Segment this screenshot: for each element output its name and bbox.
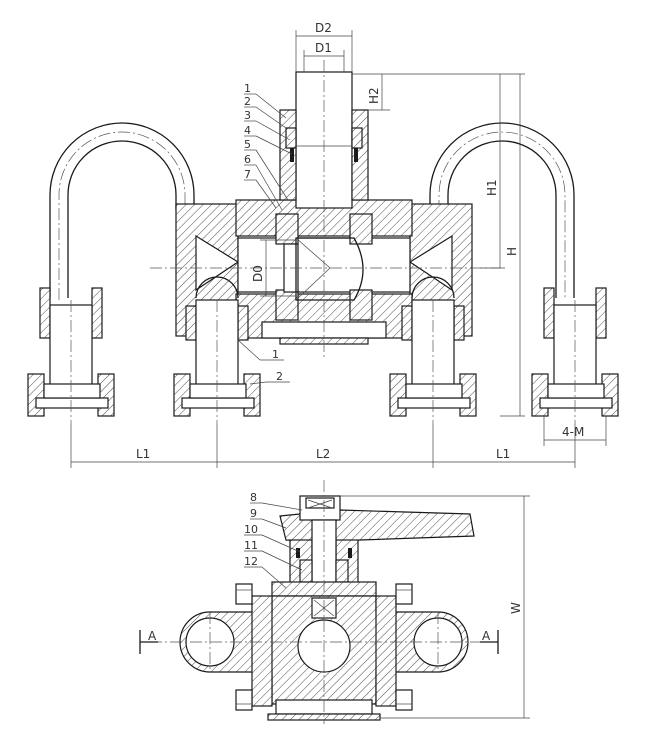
part-number: 1: [244, 82, 251, 95]
dim-h1: H1: [480, 74, 505, 269]
bolts: [235, 583, 413, 711]
part-number: 2: [244, 95, 251, 108]
part-number: 11: [244, 539, 258, 552]
lower-right-connector: [389, 276, 477, 417]
handle: [279, 495, 475, 543]
front-section-view: A A W 8 9: [139, 480, 530, 724]
part-label-5: 5: [244, 138, 289, 201]
bottom-connector-labels: 1 2: [237, 339, 290, 385]
part-label-6: 6: [244, 153, 283, 211]
dim-w-label: W: [509, 602, 523, 614]
right-u-pipe: [429, 122, 575, 300]
section-mark-left: A: [139, 629, 158, 654]
part-label-9: 9: [250, 507, 287, 529]
part-number: 9: [250, 507, 257, 520]
section-mark-left-label: A: [148, 629, 157, 643]
dim-d0: D0: [251, 239, 296, 297]
part-number: 10: [244, 523, 258, 536]
dim-d1-label: D1: [315, 41, 332, 55]
part-label-4: 4: [244, 124, 293, 155]
dim-4m: 4-M: [543, 416, 607, 446]
dim-d2: D2: [295, 21, 353, 72]
part-number: 8: [250, 491, 257, 504]
dim-d0-label: D0: [251, 265, 265, 282]
dim-h2: H2: [352, 73, 525, 111]
part-label-8: 8: [250, 491, 303, 511]
section-mark-right: A: [480, 629, 499, 654]
dim-d1: D1: [303, 41, 345, 72]
part-number: 5: [244, 138, 251, 151]
dim-lengths: L1 L2 L1: [70, 424, 576, 468]
part-number: 2: [276, 370, 283, 383]
top-section-view: D2 D1 H2 H1 H: [27, 21, 619, 468]
dim-d2-label: D2: [315, 21, 332, 35]
part-label-10: 10: [244, 523, 301, 553]
dim-l1-right-label: L1: [496, 447, 510, 461]
bottom-label-2: 2: [249, 370, 290, 385]
dim-h2-label: H2: [367, 87, 381, 104]
dim-l1-left-label: L1: [136, 447, 150, 461]
left-outer-fitting: [27, 287, 115, 417]
dim-h1-label: H1: [485, 179, 499, 196]
part-label-2: 2: [244, 95, 287, 129]
section-mark-right-label: A: [482, 629, 491, 643]
part-label-1: 1: [244, 82, 287, 119]
part-label-7: 7: [244, 168, 277, 209]
dim-w: W: [340, 495, 530, 719]
part-number: 1: [272, 348, 279, 361]
part-number: 12: [244, 555, 258, 568]
dim-h: H: [500, 74, 525, 417]
left-u-pipe: [49, 122, 195, 300]
front-part-labels: 8 9 10 11 12: [244, 491, 303, 589]
dim-h-label: H: [505, 247, 519, 256]
bottom-label-1: 1: [237, 339, 284, 361]
dim-4m-label: 4-M: [562, 425, 584, 439]
dim-l2-label: L2: [316, 447, 330, 461]
part-label-12: 12: [244, 555, 287, 589]
part-label-3: 3: [244, 109, 291, 141]
part-label-11: 11: [244, 539, 303, 571]
top-part-labels: 1 2 3 4 5: [244, 82, 293, 211]
part-number: 6: [244, 153, 251, 166]
part-number: 3: [244, 109, 251, 122]
part-number: 4: [244, 124, 251, 137]
part-number: 7: [244, 168, 251, 181]
